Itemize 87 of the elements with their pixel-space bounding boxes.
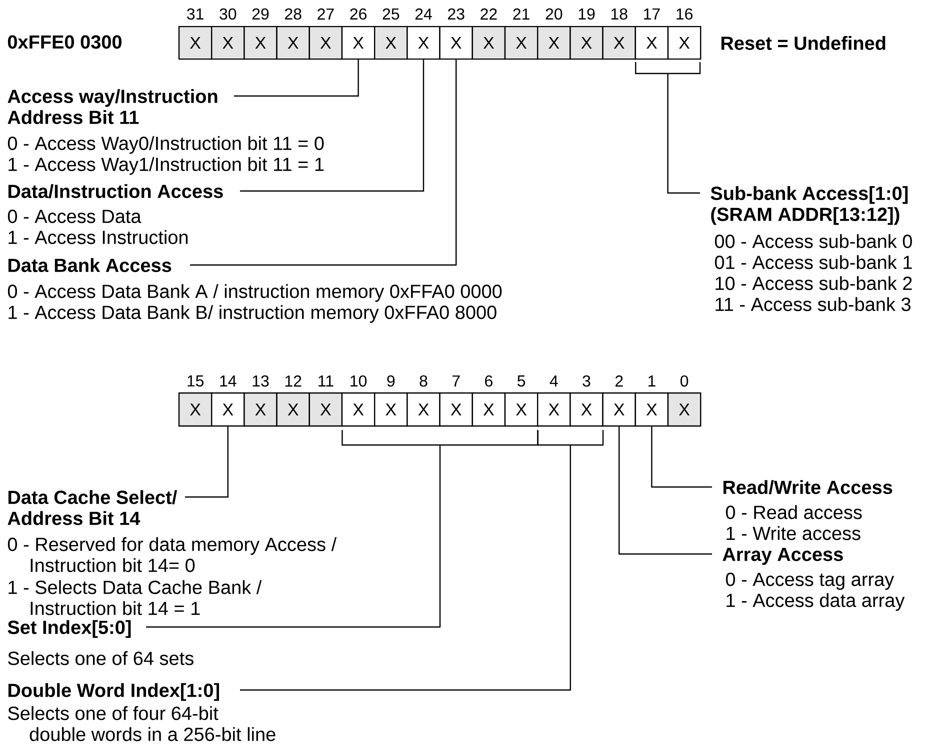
leader-line [240,60,424,192]
bit-number: 16 [676,8,692,20]
bit-number: 22 [480,8,497,20]
bit-number: 29 [252,8,269,20]
register-cell: X [472,26,506,60]
field-description: Set Index[5:0] Selects one of 64 sets [8,620,194,666]
bit-number: 5 [518,375,526,387]
bit-number: 20 [546,8,562,20]
register-cell: X [667,392,702,427]
register-cell: X [244,392,278,427]
field-description: Access way/Instruction Address Bit 11 0 - Access Way0/Instruction bit 11 = 0 1 - Access Way1/Instruction bit 11 = 1 [8,89,324,175]
bit-number: 23 [448,8,464,20]
register-cell: X [308,392,343,427]
register-cell: X [634,392,669,427]
register-cell: X [537,392,571,427]
field-description: Data Cache Select/ Address Bit 14 0 - Reserved for data memory Access / Instruction bit 14= 0 1 - Selects Data Cache Bank / Instruction bit 14 = 1 [8,490,337,616]
bit-number: 4 [550,376,558,386]
leader-line [618,426,712,555]
field-description: Sub-bank Access[1:0] (SRAM ADDR[13:12]) 00 - Access sub-bank 0 01 - Access sub-bank 1 10 - Access sub-bank 2 11 - Access sub-bank 3 [710,186,912,312]
register-cell: X [504,392,538,427]
leader-line [234,60,359,97]
bit-number: 31 [187,8,204,20]
register-cell: X [537,26,571,60]
register-cell: X [570,392,604,427]
register-cell: X [667,26,702,60]
register-cell: X [178,392,212,427]
register-cell: X [634,26,669,60]
bit-number: 24 [415,8,432,20]
field-description: Array Access 0 - Access tag array 1 - Access data array [722,548,905,611]
bit-number: 2 [615,375,623,387]
bracket [342,430,538,446]
leader-line [146,445,441,628]
bit-number: 8 [420,375,428,387]
field-description: Double Word Index[1:0] Selects one of four 64-bit double words in a 256-bit line [8,683,276,742]
register-cell: X [211,392,245,427]
bit-number: 19 [578,8,595,20]
bit-number: 18 [611,8,628,20]
bit-number: 1 [648,376,656,386]
register-cell: X [308,26,343,60]
bit-number: 21 [513,8,530,20]
register-cell: X [602,26,636,60]
leader-line [651,426,712,488]
bit-number: 10 [350,375,367,387]
bit-number: 12 [285,375,302,387]
leader-line [667,74,700,194]
field-description: Data Bank Access 0 - Access Data Bank A / instruction memory 0xFFA0 0000 1 - Access Data Bank B/ instruction memory 0xFFA0 8000 [8,258,502,323]
bit-number: 9 [387,375,395,387]
bit-number: 7 [452,376,460,386]
leader-line [240,445,571,691]
bit-number: 11 [318,376,334,386]
bit-number: 13 [252,375,269,387]
bit-number: 6 [485,375,492,387]
register-cell: X [406,392,440,427]
bit-number: 26 [350,8,366,20]
bracket [537,430,604,446]
register-cell: X [276,392,310,427]
leader-line [190,60,457,266]
register-cell: X [244,26,278,60]
bit-number: 25 [382,8,400,20]
register-cell: X [504,26,538,60]
field-description: Data/Instruction Access 0 - Access Data 1 - Access Instruction [8,184,223,244]
bit-number: 14 [220,376,236,386]
register-cell: X [276,26,310,60]
leader-line [185,426,228,498]
register-cell: X [341,392,376,427]
register-cell: X [341,26,376,60]
register-address: 0xFFE0 0300 [8,35,122,49]
bit-number: 27 [318,8,334,20]
bit-number: 30 [220,8,236,20]
bit-number: 28 [285,8,302,20]
field-description: Read/Write Access 0 - Read access 1 - Write access [723,480,892,540]
bit-number: 0 [680,375,688,387]
register-cell: X [178,26,212,60]
bracket [635,62,701,74]
bit-number: 17 [644,8,660,20]
register-cell: X [374,26,408,60]
bit-number: 3 [582,375,590,387]
register-cell: X [439,26,474,60]
bit-number: 15 [188,375,204,387]
register-cell: X [472,392,506,427]
register-cell: X [211,26,245,60]
reset-value: Reset = Undefined [721,36,886,50]
register-cell: X [374,392,408,427]
register-cell: X [406,26,440,60]
register-cell: X [570,26,604,60]
register-cell: X [439,392,474,427]
register-cell: X [602,392,636,427]
